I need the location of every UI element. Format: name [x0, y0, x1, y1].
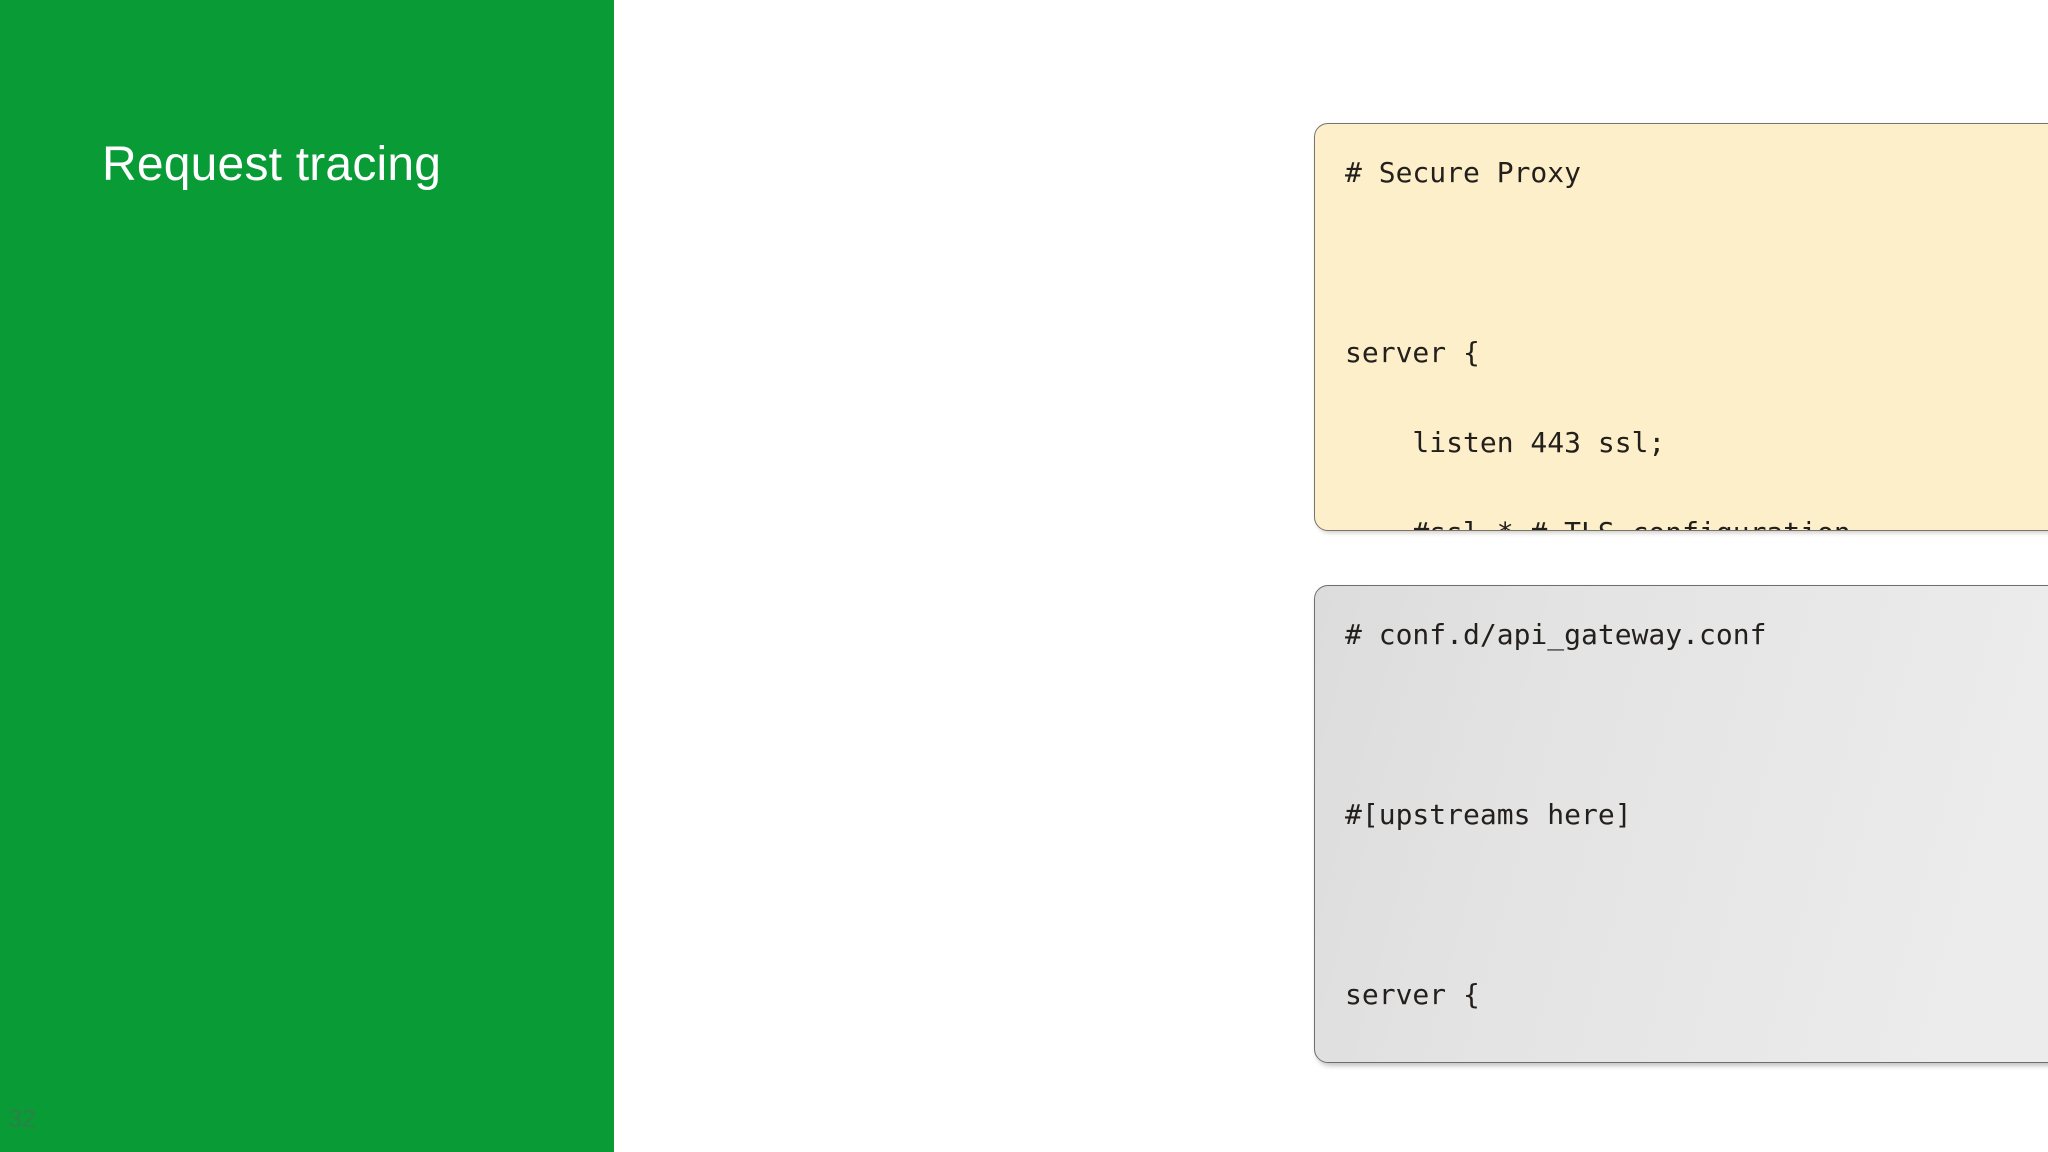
- code-token-text: listen 443 ssl;: [1345, 426, 1666, 459]
- code-line: #[upstreams here]: [1345, 792, 2048, 837]
- code-token-text: # Secure Proxy: [1345, 156, 1582, 189]
- code-line: [1345, 882, 2048, 927]
- code-line: listen 80;: [1345, 1062, 2048, 1063]
- code-line: [1345, 240, 2048, 285]
- code-line: listen 443 ssl;: [1345, 420, 2048, 465]
- code-line: #ssl_* # TLS configuration: [1345, 510, 2048, 530]
- code-token-text: #ssl_* # TLS configuration: [1345, 516, 1850, 530]
- code-token-text: server {: [1345, 978, 1480, 1011]
- slide-page-number: 32: [8, 1105, 36, 1133]
- code-token-text: #[upstreams here]: [1345, 798, 1632, 831]
- slide-left-accent-panel: Request tracing 32: [0, 0, 614, 1152]
- code-block-secure-proxy: # Secure Proxy server { listen 443 ssl; …: [1314, 123, 2048, 531]
- page-title: Request tracing: [102, 138, 442, 192]
- code-block-api-gateway: # conf.d/api_gateway.conf #[upstreams he…: [1314, 585, 2048, 1063]
- slide-content-area: # Secure Proxy server { listen 443 ssl; …: [614, 0, 2048, 1152]
- code-line: # Secure Proxy: [1345, 150, 2048, 195]
- code-line: server {: [1345, 330, 2048, 375]
- code-token-text: # conf.d/api_gateway.conf: [1345, 618, 1767, 651]
- code-line: server {: [1345, 972, 2048, 1017]
- code-line: [1345, 702, 2048, 747]
- code-token-text: server {: [1345, 336, 1480, 369]
- code-line: # conf.d/api_gateway.conf: [1345, 612, 2048, 657]
